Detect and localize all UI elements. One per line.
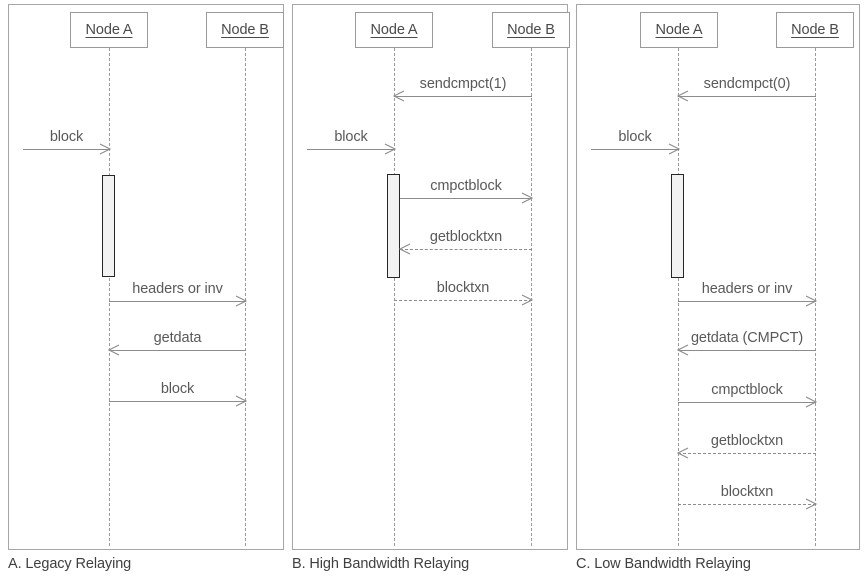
arrowhead-left-icon [107,344,120,356]
message-line [307,149,395,150]
lifeline-node-a [109,48,110,546]
message-label: block [618,129,652,145]
panel-legacy-relaying: Node A Node B block headers or inv [8,4,284,550]
message-block-external: block [307,129,397,155]
message-getdata: getdata [107,330,246,356]
arrowhead-left-icon [676,344,689,356]
message-label: block [334,129,368,145]
arrowhead-right-icon [521,294,534,306]
lifeline-node-a [394,48,395,546]
participant-box-node-a: Node A [640,12,718,48]
message-line [400,249,532,250]
lifeline-node-b [531,48,532,546]
message-headers-or-inv: headers or inv [109,281,248,307]
message-label: getblocktxn [429,229,503,245]
message-sendcmpct-1: sendcmpct(1) [392,76,532,102]
message-label: block [49,129,84,145]
arrowhead-right-icon [99,143,112,155]
arrowhead-right-icon [521,192,534,204]
participant-box-node-a: Node A [355,12,433,48]
message-headers-or-inv: headers or inv [678,281,818,307]
message-line [678,504,816,505]
message-line [591,149,679,150]
message-block-external: block [591,129,681,155]
message-label: getdata [153,330,202,346]
activation-bar-node-a [102,175,115,277]
arrowhead-left-icon [392,90,405,102]
participant-label-node-b: Node B [507,22,555,38]
participant-box-node-b: Node B [776,12,854,48]
message-line [23,149,110,150]
message-line [678,96,816,97]
message-label: getdata (CMPCT) [690,330,804,346]
message-label: getblocktxn [710,433,784,449]
panel-caption-high-bandwidth: B. High Bandwidth Relaying [292,556,470,572]
panel-caption-low-bandwidth: C. Low Bandwidth Relaying [576,556,751,572]
message-label: cmpctblock [711,382,783,398]
panel-low-bandwidth-relaying: Node A Node B sendcmpct(0) block [576,4,860,550]
lifeline-node-a [678,48,679,546]
message-getblocktxn: getblocktxn [676,433,816,459]
participant-label-node-a: Node A [370,22,418,38]
activation-bar-node-a [671,174,684,278]
arrowhead-left-icon [398,243,411,255]
message-cmpctblock: cmpctblock [400,178,534,204]
message-label: blocktxn [436,280,490,296]
message-label: headers or inv [132,281,223,297]
arrowhead-left-icon [676,90,689,102]
message-label: cmpctblock [430,178,502,194]
message-line [678,301,816,302]
message-label: blocktxn [720,484,774,500]
participant-label-node-a: Node A [85,22,133,38]
participant-box-node-a: Node A [70,12,148,48]
message-line [678,453,816,454]
message-block-to-b: block [109,381,248,407]
participant-box-node-b: Node B [206,12,284,48]
message-blocktxn: blocktxn [394,280,534,306]
lifeline-node-b [815,48,816,546]
participant-label-node-b: Node B [221,22,269,38]
arrowhead-right-icon [235,295,248,307]
arrowhead-right-icon [805,498,818,510]
lifeline-node-b [245,48,246,546]
message-line [109,401,246,402]
arrowhead-right-icon [235,395,248,407]
message-line [394,300,532,301]
message-blocktxn: blocktxn [678,484,818,510]
message-label: sendcmpct(0) [703,76,791,92]
message-sendcmpct-0: sendcmpct(0) [676,76,816,102]
arrowhead-right-icon [805,295,818,307]
arrowhead-right-icon [805,396,818,408]
participant-box-node-b: Node B [492,12,570,48]
message-line [678,350,816,351]
message-block-external: block [23,129,112,155]
message-line [400,198,532,199]
message-label: headers or inv [701,281,793,297]
arrowhead-left-icon [676,447,689,459]
message-line [394,96,532,97]
participant-label-node-a: Node A [655,22,703,38]
arrowhead-right-icon [384,143,397,155]
arrowhead-right-icon [668,143,681,155]
message-line [678,402,816,403]
panel-caption-legacy: A. Legacy Relaying [8,556,132,572]
message-label: sendcmpct(1) [419,76,507,92]
activation-bar-node-a [387,174,400,278]
participant-label-node-b: Node B [791,22,839,38]
message-cmpctblock: cmpctblock [678,382,818,408]
message-line [109,301,246,302]
message-line [109,350,246,351]
message-label: block [160,381,195,397]
panel-high-bandwidth-relaying: Node A Node B sendcmpct(1) block [292,4,570,550]
message-getdata-cmpct: getdata (CMPCT) [676,330,816,356]
message-getblocktxn: getblocktxn [398,229,532,255]
